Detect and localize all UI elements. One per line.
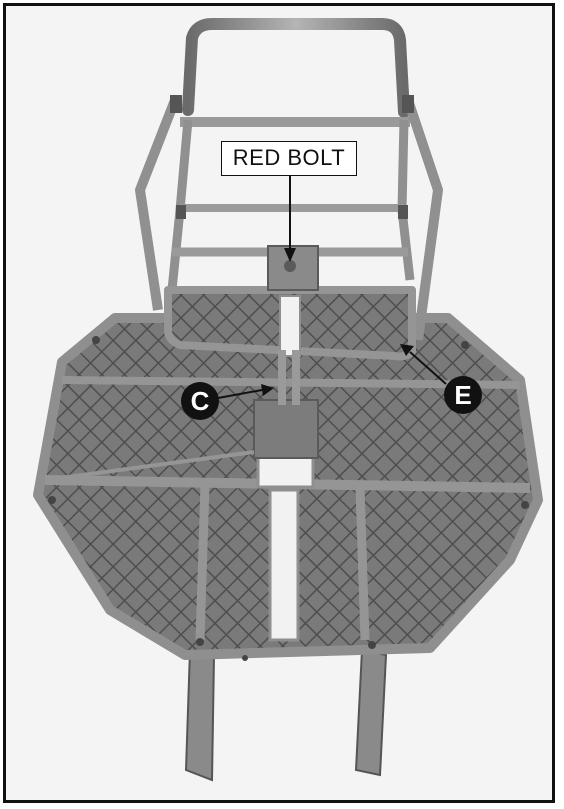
- marker-c: C: [181, 382, 219, 420]
- platform: [33, 313, 543, 661]
- red-bolt-arrowhead: [284, 248, 296, 262]
- seat-frame: [135, 18, 443, 405]
- e-arrowhead: [400, 344, 414, 356]
- red-bolt-label: RED BOLT: [221, 141, 357, 176]
- marker-e: E: [444, 376, 482, 414]
- c-arrowhead: [261, 384, 274, 396]
- callout-arrows: [217, 176, 447, 399]
